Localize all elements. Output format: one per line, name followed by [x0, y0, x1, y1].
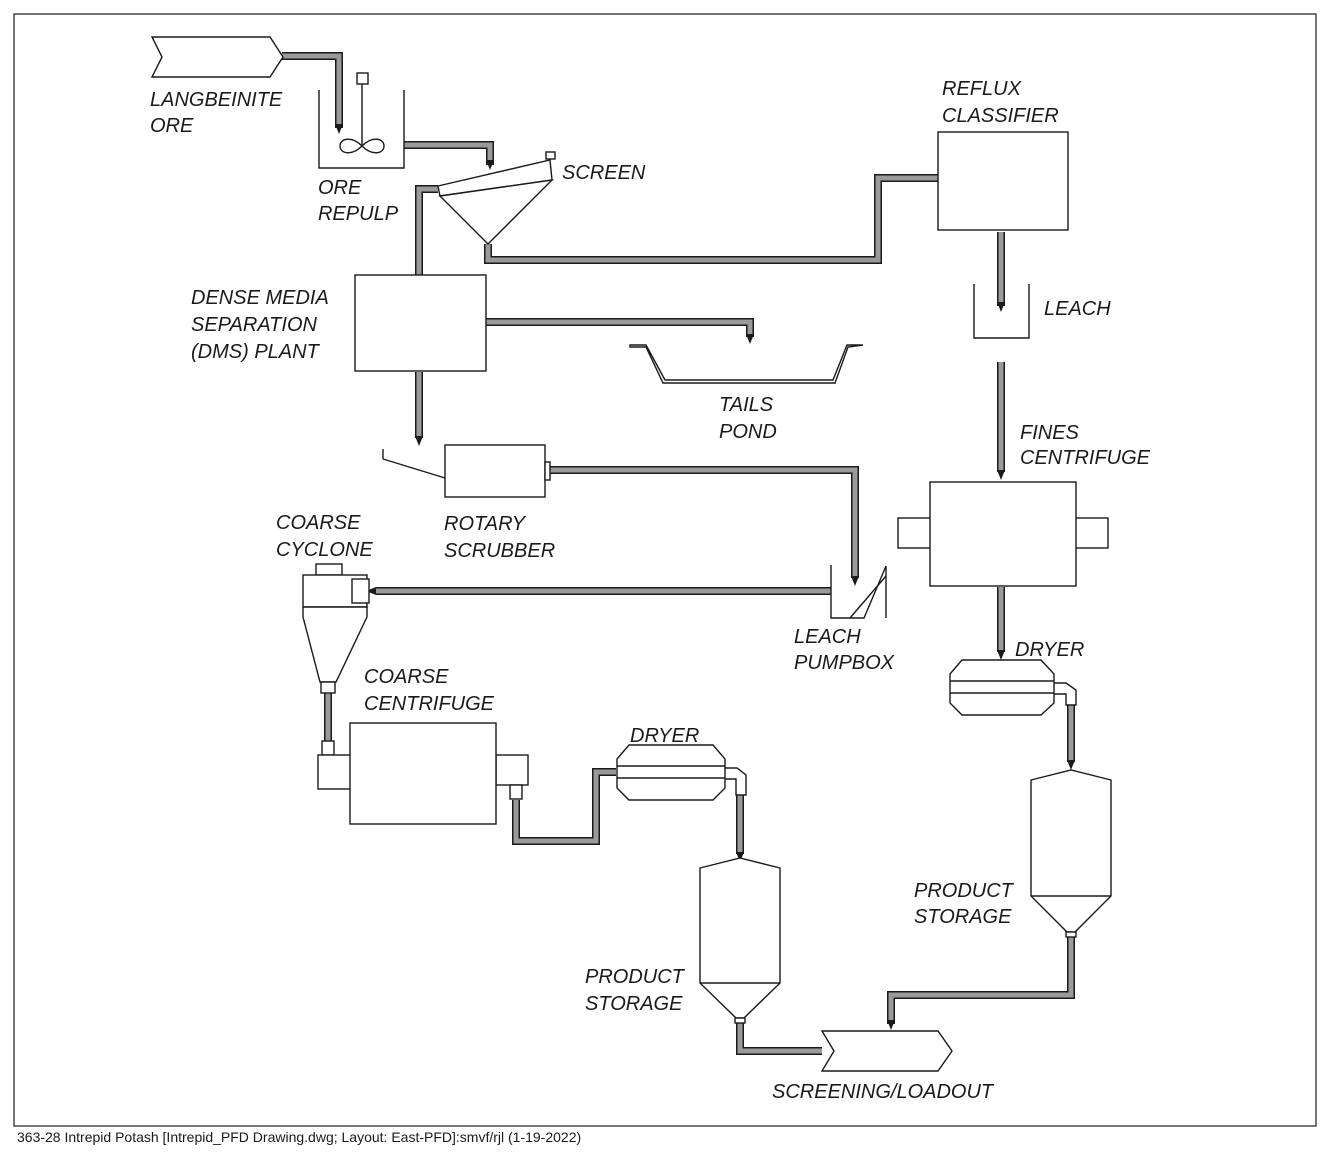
leach-tank [973, 284, 1030, 339]
label-leach: LEACH [1044, 298, 1111, 320]
coarse-cyclone-equipment [302, 563, 370, 694]
dryer-left-equipment [616, 744, 747, 801]
arrow-into-repulp [335, 124, 343, 134]
pipe-scrubber-to-pumpbox [548, 466, 859, 578]
dryer-right-equipment [949, 659, 1077, 716]
labels: LANGBEINITE ORE ORE REPULP SCREEN REFLUX… [150, 78, 1151, 1103]
pipe-screen-to-dms [415, 185, 438, 275]
label-dryer-right: DRYER [1015, 639, 1084, 661]
label-dryer-left: DRYER [630, 725, 699, 747]
pipes [282, 52, 1075, 1055]
label-coarse-centrifuge: COARSE CENTRIFUGE [364, 666, 495, 715]
product-storage-left-equipment [699, 857, 781, 1024]
label-screen: SCREEN [562, 162, 646, 184]
ore-repulp-tank [318, 72, 405, 169]
label-leach-pumpbox: LEACH PUMPBOX [794, 626, 895, 674]
arrow-into-screen [486, 160, 494, 170]
pipe-ore-to-repulp [282, 52, 343, 128]
label-coarse-cyclone: COARSE CYCLONE [276, 512, 373, 561]
dms-plant-box [354, 274, 487, 372]
arrow-into-leach [997, 302, 1005, 312]
coarse-centrifuge-equipment [317, 722, 529, 825]
pipe-repulp-to-screen [404, 141, 494, 165]
arrow-into-storage-left [736, 852, 744, 862]
pipe-dms-to-tails-pond [486, 318, 754, 337]
label-tails-pond: TAILS POND [719, 394, 779, 443]
pipe-coarse-centrifuge-to-dryer [512, 768, 616, 845]
rotary-scrubber-equipment [382, 444, 551, 498]
label-fines-centrifuge: FINES CENTRIFUGE [1020, 422, 1151, 469]
arrow-into-pumpbox [851, 576, 859, 586]
leach-pumpbox-equipment [830, 565, 887, 619]
langbeinite-ore-feed [150, 36, 284, 78]
arrow-into-tails-pond [746, 334, 754, 344]
arrow-into-fines-centrifuge [997, 470, 1005, 480]
pipe-right-storage-to-screening [887, 936, 1075, 1024]
product-storage-right-equipment [1030, 769, 1112, 938]
arrow-into-cyclone [366, 587, 376, 595]
pipe-screen-to-reflux-classifier [484, 174, 938, 264]
screen-equipment [437, 151, 556, 245]
tails-pond-basin [629, 344, 864, 384]
arrow-into-storage-right [1067, 760, 1075, 770]
pipe-left-storage-to-screening [736, 1022, 822, 1055]
fines-centrifuge-equipment [897, 481, 1109, 587]
arrow-into-dryer-right [997, 650, 1005, 660]
label-screening-loadout: SCREENING/LOADOUT [772, 1081, 995, 1103]
label-ore-repulp: ORE REPULP [318, 177, 399, 225]
label-rotary-scrubber: ROTARY SCRUBBER [444, 513, 555, 562]
label-product-storage-left: PRODUCT STORAGE [585, 966, 689, 1015]
label-langbeinite-ore: LANGBEINITE ORE [150, 89, 288, 137]
flow-arrows [335, 124, 1075, 1030]
drawing-footer-caption: 363-28 Intrepid Potash [Intrepid_PFD Dra… [17, 1129, 582, 1145]
label-reflux-classifier: REFLUX CLASSIFIER [942, 78, 1059, 127]
arrow-into-screening [887, 1020, 895, 1030]
reflux-classifier-box [937, 131, 1069, 231]
label-product-storage-right: PRODUCT STORAGE [914, 880, 1018, 928]
drawing-border [13, 13, 1317, 1127]
label-dms-plant: DENSE MEDIA SEPARATION (DMS) PLANT [191, 287, 334, 363]
arrow-into-rotary-scrubber [415, 436, 423, 446]
screening-loadout-chevron [820, 1030, 953, 1072]
